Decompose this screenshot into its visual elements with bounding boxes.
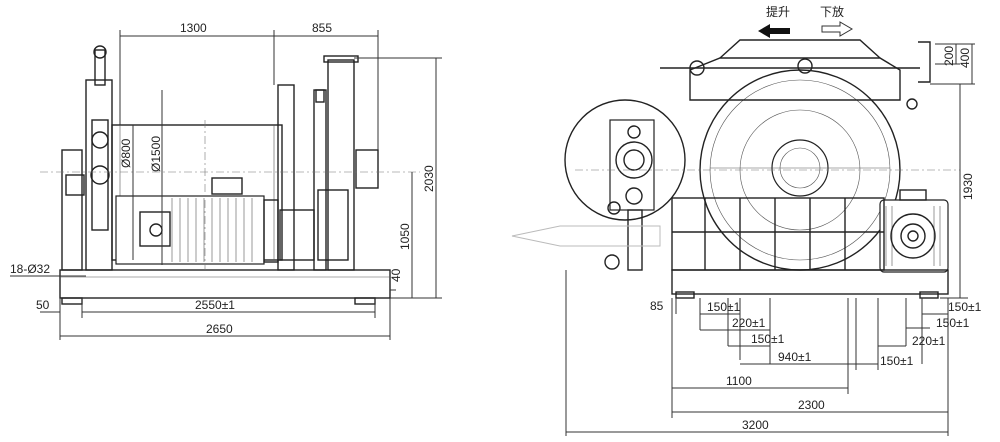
side-view: 1300 855 Ø800 Ø1500 2030 1050 40 18-Ø32 … — [10, 21, 442, 340]
front-brake-wheel — [564, 99, 686, 221]
side-right-column — [327, 59, 355, 271]
dim-50: 50 — [36, 298, 50, 312]
dim-3200: 3200 — [742, 418, 769, 432]
dim-40: 40 — [389, 268, 403, 282]
dim-dia-1500: Ø1500 — [149, 136, 163, 172]
dim-1100: 1100 — [726, 374, 752, 388]
dim-2550: 2550±1 — [195, 298, 235, 312]
rope-direction-arrow — [511, 225, 661, 247]
side-foot-left — [61, 297, 83, 305]
front-top-cover — [689, 57, 901, 101]
side-terminal-box — [139, 211, 171, 247]
side-motor — [115, 195, 265, 265]
front-view: 提升 下放 — [511, 4, 982, 436]
side-foot-right — [354, 297, 376, 305]
dim-1050: 1050 — [398, 223, 412, 250]
front-motor — [879, 199, 949, 273]
dim-2030: 2030 — [422, 165, 436, 192]
dim-r150-b: 150±1 — [936, 316, 970, 330]
label-lift: 提升 — [766, 4, 790, 19]
dim-150-b: 150±1 — [751, 332, 785, 346]
dim-1930: 1930 — [961, 173, 975, 200]
dim-940: 940±1 — [778, 350, 812, 364]
dim-150-a: 150±1 — [707, 300, 741, 314]
dim-holes-18-32: 18-Ø32 — [10, 262, 50, 276]
dim-r150-a: 150±1 — [948, 300, 982, 314]
dim-2650: 2650 — [206, 322, 233, 336]
dim-220-a: 220±1 — [732, 316, 766, 330]
lower-arrow-icon — [821, 21, 853, 37]
dim-2300: 2300 — [798, 398, 825, 412]
side-top-hook — [94, 49, 106, 86]
dim-r220: 220±1 — [912, 334, 946, 348]
side-base-frame — [59, 269, 391, 299]
dim-r150-c: 150±1 — [880, 354, 914, 368]
side-bearing — [355, 149, 379, 189]
dim-400: 400 — [958, 48, 972, 68]
front-base-frame — [671, 197, 885, 271]
dim-85: 85 — [650, 299, 664, 313]
dim-200: 200 — [942, 46, 956, 66]
dim-855: 855 — [312, 21, 332, 35]
dim-1300: 1300 — [180, 21, 207, 35]
side-gear-plate — [277, 84, 295, 271]
lift-arrow-icon — [758, 24, 790, 38]
label-lower: 下放 — [820, 4, 844, 19]
dim-dia-800: Ø800 — [119, 138, 133, 168]
